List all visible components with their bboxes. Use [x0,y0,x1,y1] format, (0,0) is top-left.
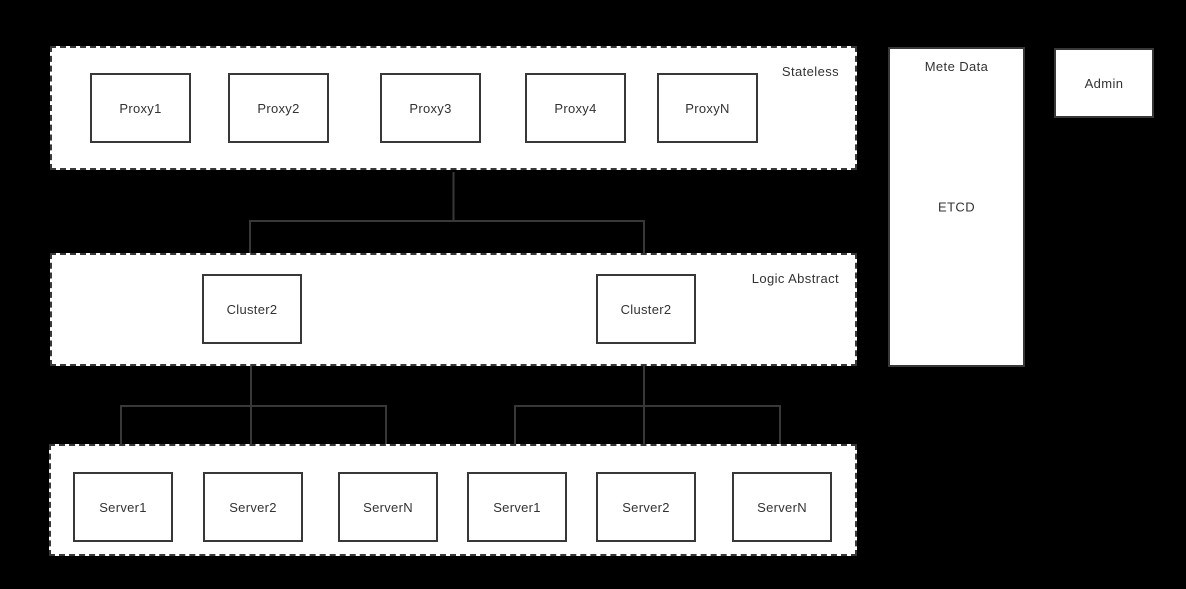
cluster-right-label: Cluster2 [620,301,672,317]
stateless-layer: Stateless Proxy1 Proxy2 Proxy3 Proxy4 Pr… [50,46,857,170]
proxy4-node: Proxy4 [525,73,626,143]
logic-abstract-layer-label: Logic Abstract [751,271,839,286]
cluster-node-right: Cluster2 [596,274,696,344]
server-label: Server1 [493,499,541,515]
proxy1-node: Proxy1 [90,73,191,143]
mete-data-title: Mete Data [924,59,989,74]
server-label: Server2 [229,499,277,515]
proxy2-node: Proxy2 [228,73,329,143]
cluster-left-label: Cluster2 [226,301,278,317]
server-node: Server2 [596,472,696,542]
proxy3-node: Proxy3 [380,73,481,143]
server-label: Server2 [622,499,670,515]
server-node: Server1 [73,472,173,542]
server-label: ServerN [363,499,413,515]
stateless-layer-label: Stateless [781,64,839,79]
proxy3-label: Proxy3 [409,100,452,116]
admin-box: Admin [1054,48,1154,118]
server-node: ServerN [732,472,832,542]
proxy4-label: Proxy4 [554,100,597,116]
proxy2-label: Proxy2 [257,100,300,116]
etcd-label: ETCD [938,199,975,215]
server-label: ServerN [757,499,807,515]
server-node: Server2 [203,472,303,542]
cluster-node-left: Cluster2 [202,274,302,344]
logic-abstract-layer: Logic Abstract Cluster2 Cluster2 [50,253,857,366]
proxyn-label: ProxyN [685,100,730,116]
server-node: Server1 [467,472,567,542]
admin-label: Admin [1084,75,1124,91]
proxyn-node: ProxyN [657,73,758,143]
servers-layer: Server1 Server2 ServerN Server1 Server2 … [49,444,857,556]
proxy1-label: Proxy1 [119,100,162,116]
mete-data-box: Mete Data ETCD [888,47,1025,367]
server-label: Server1 [99,499,147,515]
server-node: ServerN [338,472,438,542]
